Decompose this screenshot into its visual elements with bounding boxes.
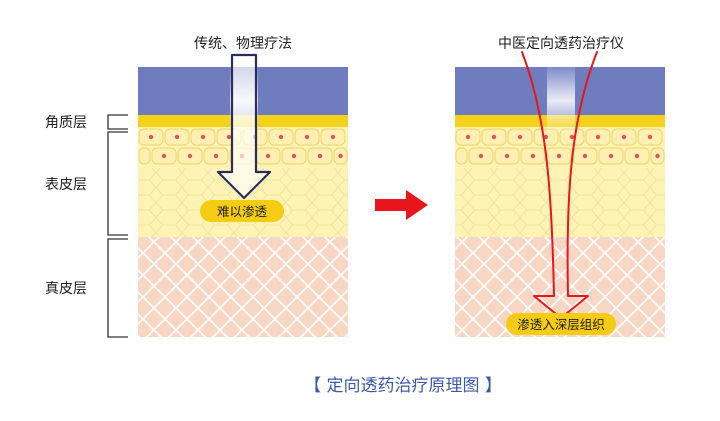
light-beam (547, 62, 575, 132)
epidermis-texture (455, 168, 665, 237)
cell-nucleus (213, 153, 219, 159)
layer-brackets (107, 114, 128, 338)
cell-nucleus (582, 153, 588, 159)
epidermis-cell (138, 147, 151, 165)
cell-nucleus (291, 153, 297, 159)
cell-nucleus (569, 134, 575, 140)
right-badge-bg (506, 313, 616, 335)
label-stratum-corneum: 角质层 (45, 115, 87, 131)
cell-nucleus (491, 134, 497, 140)
left-badge: 难以渗透 (217, 204, 268, 219)
left-badge-bg (200, 200, 284, 222)
cell-nucleus (317, 153, 323, 159)
cell-nucleus (278, 134, 284, 140)
cell-nucleus (161, 153, 167, 159)
cell-nucleus (530, 153, 536, 159)
right-panel: 渗透入深层组织 中医定向透药治疗仪 (455, 36, 665, 337)
right-title: 中医定向透药治疗仪 (498, 36, 624, 52)
cell-nucleus (226, 134, 232, 140)
dermis-texture (138, 237, 348, 337)
cell-nucleus (304, 134, 310, 140)
diagram-caption: 【 定向透药治疗原理图 】 (304, 376, 502, 396)
bracket-dermis (107, 238, 128, 338)
bracket-corneum (107, 114, 128, 130)
epidermis-cell (455, 147, 468, 165)
blocked-arrow-icon (216, 53, 272, 200)
right-badge: 渗透入深层组织 (517, 317, 605, 332)
epidermis-cells (455, 128, 665, 165)
cell-nucleus (187, 153, 193, 159)
cell-nucleus (647, 134, 653, 140)
cell-nucleus (265, 153, 271, 159)
cell-nucleus (465, 134, 471, 140)
left-panel: 难以渗透 传统、物理疗法 (138, 36, 348, 337)
cell-nucleus (621, 134, 627, 140)
cell-nucleus (504, 153, 510, 159)
cell-nucleus (655, 153, 660, 159)
left-title: 传统、物理疗法 (194, 36, 292, 52)
cell-nucleus (543, 134, 549, 140)
cell-nucleus (517, 134, 523, 140)
bracket-epidermis (107, 131, 128, 236)
cell-nucleus (595, 134, 601, 140)
cell-nucleus (608, 153, 614, 159)
connector-arrow-icon (375, 190, 428, 220)
cell-nucleus (478, 153, 484, 159)
cell-nucleus (338, 153, 343, 159)
cell-nucleus (634, 153, 640, 159)
label-epidermis: 表皮层 (45, 177, 87, 193)
cell-nucleus (200, 134, 206, 140)
cell-nucleus (174, 134, 180, 140)
cell-nucleus (148, 134, 154, 140)
label-dermis: 真皮层 (45, 281, 87, 297)
cell-nucleus (556, 153, 562, 159)
cell-nucleus (330, 134, 336, 140)
